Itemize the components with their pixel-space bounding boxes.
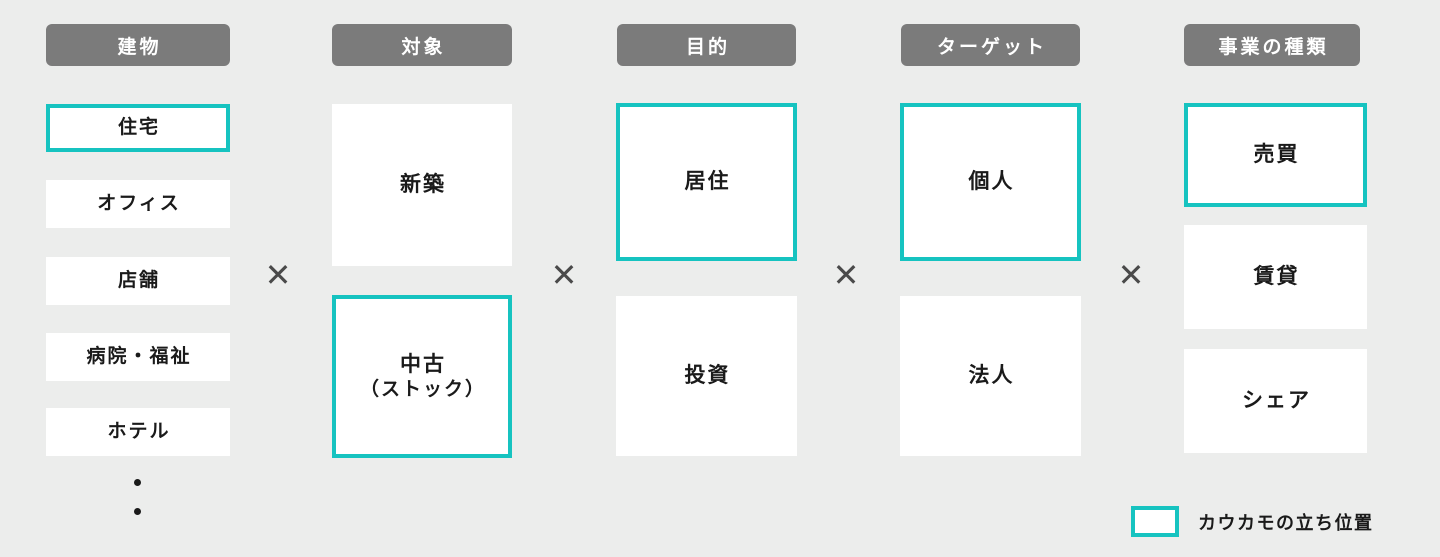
cell-target-stock-1-sub: （ストック） (359, 378, 486, 400)
cell-building-2[interactable]: 店舗 (46, 257, 230, 305)
cell-business-type-0[interactable]: 売買 (1184, 103, 1367, 207)
multiply-icon-4: ✕ (1117, 257, 1145, 293)
cell-target-stock-1-text: 中古 （ストック） (358, 352, 486, 402)
ellipsis-dot-2 (134, 508, 141, 515)
cell-target-stock-1[interactable]: 中古 （ストック） (332, 295, 512, 458)
cell-building-0[interactable]: 住宅 (46, 104, 230, 152)
column-header-target-stock: 対象 (332, 24, 512, 66)
legend-label: カウカモの立ち位置 (1198, 512, 1374, 533)
cell-building-3[interactable]: 病院・福祉 (46, 333, 230, 381)
legend-swatch-icon (1131, 506, 1179, 537)
cell-purpose-0[interactable]: 居住 (616, 103, 797, 261)
cell-business-type-1[interactable]: 賃貸 (1184, 225, 1367, 329)
cell-building-1[interactable]: オフィス (46, 180, 230, 228)
cell-customer-target-1[interactable]: 法人 (900, 296, 1081, 456)
cell-business-type-2[interactable]: シェア (1184, 349, 1367, 453)
cell-customer-target-0[interactable]: 個人 (900, 103, 1081, 261)
multiply-icon-2: ✕ (550, 257, 578, 293)
cell-purpose-1[interactable]: 投資 (616, 296, 797, 456)
cell-target-stock-1-main: 中古 (399, 352, 446, 376)
multiply-icon-1: ✕ (264, 257, 292, 293)
column-header-purpose: 目的 (617, 24, 796, 66)
column-header-business-type: 事業の種類 (1184, 24, 1360, 66)
cell-building-4[interactable]: ホテル (46, 408, 230, 456)
column-header-customer-target: ターゲット (901, 24, 1080, 66)
cell-target-stock-0[interactable]: 新築 (332, 104, 512, 266)
legend: カウカモの立ち位置 (1131, 506, 1374, 537)
column-header-building: 建物 (46, 24, 230, 66)
multiply-icon-3: ✕ (832, 257, 860, 293)
ellipsis-dot-1 (134, 479, 141, 486)
